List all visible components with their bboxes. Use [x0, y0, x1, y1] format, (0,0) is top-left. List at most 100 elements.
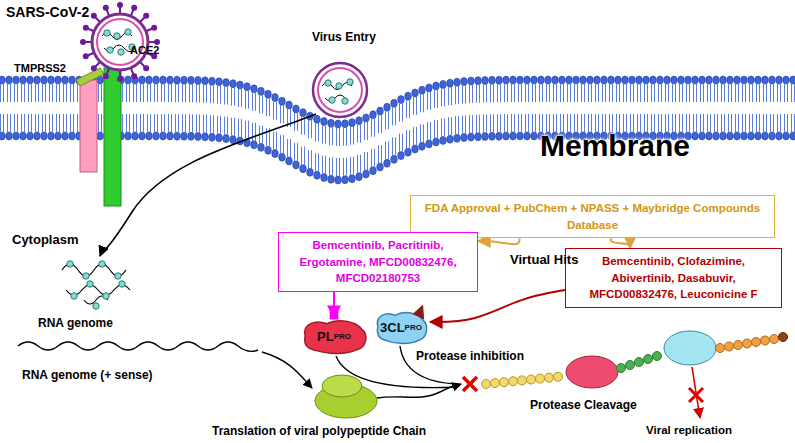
nucleocapsid-bead: [67, 261, 125, 309]
lipid-head: [510, 76, 517, 84]
lipid-tail: [17, 114, 18, 132]
lipid-tail: [696, 84, 697, 102]
lipid-tail: [203, 115, 204, 133]
nucleocapsid-bead: [107, 47, 113, 53]
lipid-tail: [42, 114, 43, 132]
lipid-tail: [427, 122, 428, 140]
lipid-tail: [511, 114, 512, 132]
lipid-tail: [241, 119, 242, 137]
lipid-head: [790, 76, 795, 84]
lipid-head: [426, 140, 433, 148]
lipid-tail: [549, 84, 550, 102]
lipid-tail: [514, 84, 515, 102]
lipid-tail: [343, 158, 344, 176]
lipid-tail: [350, 157, 351, 175]
lipid-tail: [542, 84, 543, 102]
lipid-tail: [101, 114, 102, 132]
lipid-head: [293, 161, 300, 169]
lipid-tail: [294, 143, 295, 161]
lipid-tail: [196, 85, 197, 103]
polypeptide-chain: [644, 355, 653, 364]
lipid-tail: [759, 84, 760, 102]
lipid-head: [664, 76, 671, 84]
spike-protein: [117, 76, 123, 82]
lipid-tail: [381, 145, 382, 163]
lipid-tail: [766, 84, 767, 102]
ribosome: [322, 375, 362, 397]
spike-protein: [80, 39, 86, 45]
lipid-tail: [504, 84, 505, 102]
lipid-tail: [497, 114, 498, 132]
lipid-head: [566, 76, 573, 84]
lipid-tail: [707, 114, 708, 132]
lipid-tail: [318, 153, 319, 171]
lipid-tail: [493, 114, 494, 132]
connector-arrow: [611, 238, 630, 248]
lipid-tail: [248, 91, 249, 109]
lipid-head: [265, 146, 272, 154]
lipid-tail: [17, 84, 18, 102]
lipid-tail: [325, 156, 326, 174]
lipid-tail: [777, 114, 778, 132]
lipid-tail: [350, 127, 351, 145]
protease-outline: [305, 321, 366, 354]
lipid-tail: [98, 84, 99, 102]
lipid-tail: [406, 130, 407, 148]
nucleocapsid-bead: [71, 293, 77, 299]
lipid-tail: [199, 115, 200, 133]
lipid-tail: [756, 114, 757, 132]
lipid-head: [244, 83, 251, 91]
lipid-tail: [619, 84, 620, 102]
lipid-tail: [465, 116, 466, 134]
lipid-tail: [0, 114, 1, 132]
lipid-head: [545, 76, 552, 84]
lipid-head: [251, 85, 258, 93]
lipid-head: [160, 132, 167, 140]
protease-outline: [377, 313, 426, 344]
lipid-tail: [633, 84, 634, 102]
lipid-tail: [441, 118, 442, 136]
lipid-tail: [794, 114, 795, 132]
lipid-tail: [434, 90, 435, 108]
lipid-tail: [728, 84, 729, 102]
lipid-head: [216, 134, 223, 142]
lipid-tail: [290, 139, 291, 157]
lipid-tail: [31, 84, 32, 102]
lipid-head: [643, 76, 650, 84]
lipid-tail: [710, 84, 711, 102]
annotation-label: Virtual Hits: [510, 252, 578, 268]
lipid-tail: [245, 121, 246, 139]
polypeptide-chain: [518, 376, 527, 385]
lipid-tail: [703, 84, 704, 102]
lipid-tail: [563, 84, 564, 102]
lipid-tail: [45, 84, 46, 102]
lipid-tail: [525, 84, 526, 102]
lipid-tail: [605, 84, 606, 102]
lipid-tail: [444, 88, 445, 106]
lipid-tail: [763, 84, 764, 102]
lipid-tail: [241, 89, 242, 107]
lipid-tail: [38, 84, 39, 102]
lipid-tail: [686, 84, 687, 102]
lipid-tail: [780, 114, 781, 132]
lipid-tail: [206, 115, 207, 133]
lipid-head: [489, 76, 496, 84]
endocytic-vesicle: [318, 68, 362, 112]
spike-protein: [143, 65, 149, 71]
lipid-head: [55, 76, 62, 84]
lipid-tail: [70, 84, 71, 102]
lipid-tail: [784, 84, 785, 102]
lipid-tail: [490, 114, 491, 132]
lipid-tail: [332, 157, 333, 175]
lipid-tail: [136, 84, 137, 102]
lipid-tail: [287, 139, 288, 157]
lipid-head: [125, 76, 132, 84]
lipid-head: [0, 76, 5, 84]
spike-protein: [83, 53, 89, 59]
lipid-tail: [710, 114, 711, 132]
lipid-tail: [609, 84, 610, 102]
lipid-head: [300, 165, 307, 173]
lipid-tail: [70, 114, 71, 132]
lipid-head: [174, 132, 181, 140]
